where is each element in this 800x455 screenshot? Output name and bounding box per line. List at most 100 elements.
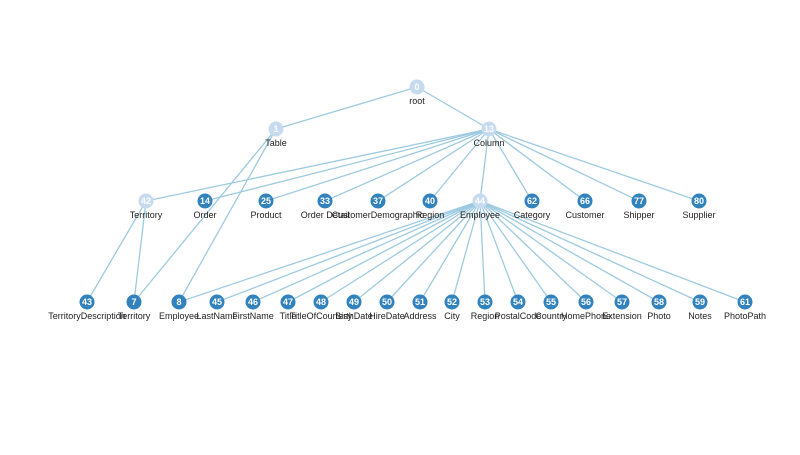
edge-1-8 [178, 128, 277, 303]
node-label: Extension [602, 311, 642, 321]
node-id: 8 [176, 297, 181, 307]
edge-13-77 [488, 128, 640, 202]
node-circle[interactable] [510, 294, 526, 310]
node-id: 33 [320, 196, 330, 206]
node-circle[interactable] [578, 294, 594, 310]
node-id: 40 [425, 196, 435, 206]
node-label: Employee [159, 311, 199, 321]
node-label: Order [193, 210, 216, 220]
node-circle[interactable] [692, 294, 708, 310]
node-label: Photo [647, 311, 671, 321]
node-label: Territory [130, 210, 163, 220]
node-circle[interactable] [409, 79, 425, 95]
node-id: 53 [480, 297, 490, 307]
node-circle[interactable] [477, 294, 493, 310]
edge-44-49 [353, 200, 481, 303]
node-circle[interactable] [317, 193, 333, 209]
node-circle[interactable] [543, 294, 559, 310]
node-label: Column [473, 138, 504, 148]
edge-44-61 [479, 200, 746, 303]
node-id: 14 [200, 196, 210, 206]
node-label: PostalCode [495, 311, 542, 321]
node-circle[interactable] [313, 294, 329, 310]
node-circle[interactable] [631, 193, 647, 209]
node-label: root [409, 96, 425, 106]
node-circle[interactable] [481, 121, 497, 137]
node-circle[interactable] [209, 294, 225, 310]
node-circle[interactable] [379, 294, 395, 310]
node-circle[interactable] [422, 193, 438, 209]
node-label: Territory [118, 311, 151, 321]
node-circle[interactable] [614, 294, 630, 310]
edge-44-46 [252, 200, 481, 303]
edge-13-40 [429, 128, 490, 202]
node-circle[interactable] [412, 294, 428, 310]
node-id: 49 [349, 297, 359, 307]
edge-13-66 [488, 128, 586, 202]
edge-0-1 [275, 86, 418, 130]
node-id: 52 [447, 297, 457, 307]
node-id: 58 [654, 297, 664, 307]
node-circle[interactable] [370, 193, 386, 209]
edge-44-54 [479, 200, 519, 303]
node-circle[interactable] [577, 193, 593, 209]
node-circle[interactable] [268, 121, 284, 137]
edge-44-50 [386, 200, 481, 303]
node-circle[interactable] [280, 294, 296, 310]
node-circle[interactable] [126, 294, 142, 310]
node-circle[interactable] [472, 193, 488, 209]
node-circle[interactable] [79, 294, 95, 310]
node-circle[interactable] [444, 294, 460, 310]
node-circle[interactable] [737, 294, 753, 310]
node-circle[interactable] [171, 294, 187, 310]
node-id: 54 [513, 297, 523, 307]
node-circle[interactable] [245, 294, 261, 310]
node-circle[interactable] [197, 193, 213, 209]
node-circle[interactable] [346, 294, 362, 310]
edge-13-14 [204, 128, 490, 202]
node-circle[interactable] [651, 294, 667, 310]
node-id: 50 [382, 297, 392, 307]
node-circle[interactable] [524, 193, 540, 209]
node-circle[interactable] [138, 193, 154, 209]
node-circle[interactable] [691, 193, 707, 209]
node-label: Supplier [682, 210, 715, 220]
node-circle[interactable] [258, 193, 274, 209]
edge-44-51 [419, 200, 481, 303]
